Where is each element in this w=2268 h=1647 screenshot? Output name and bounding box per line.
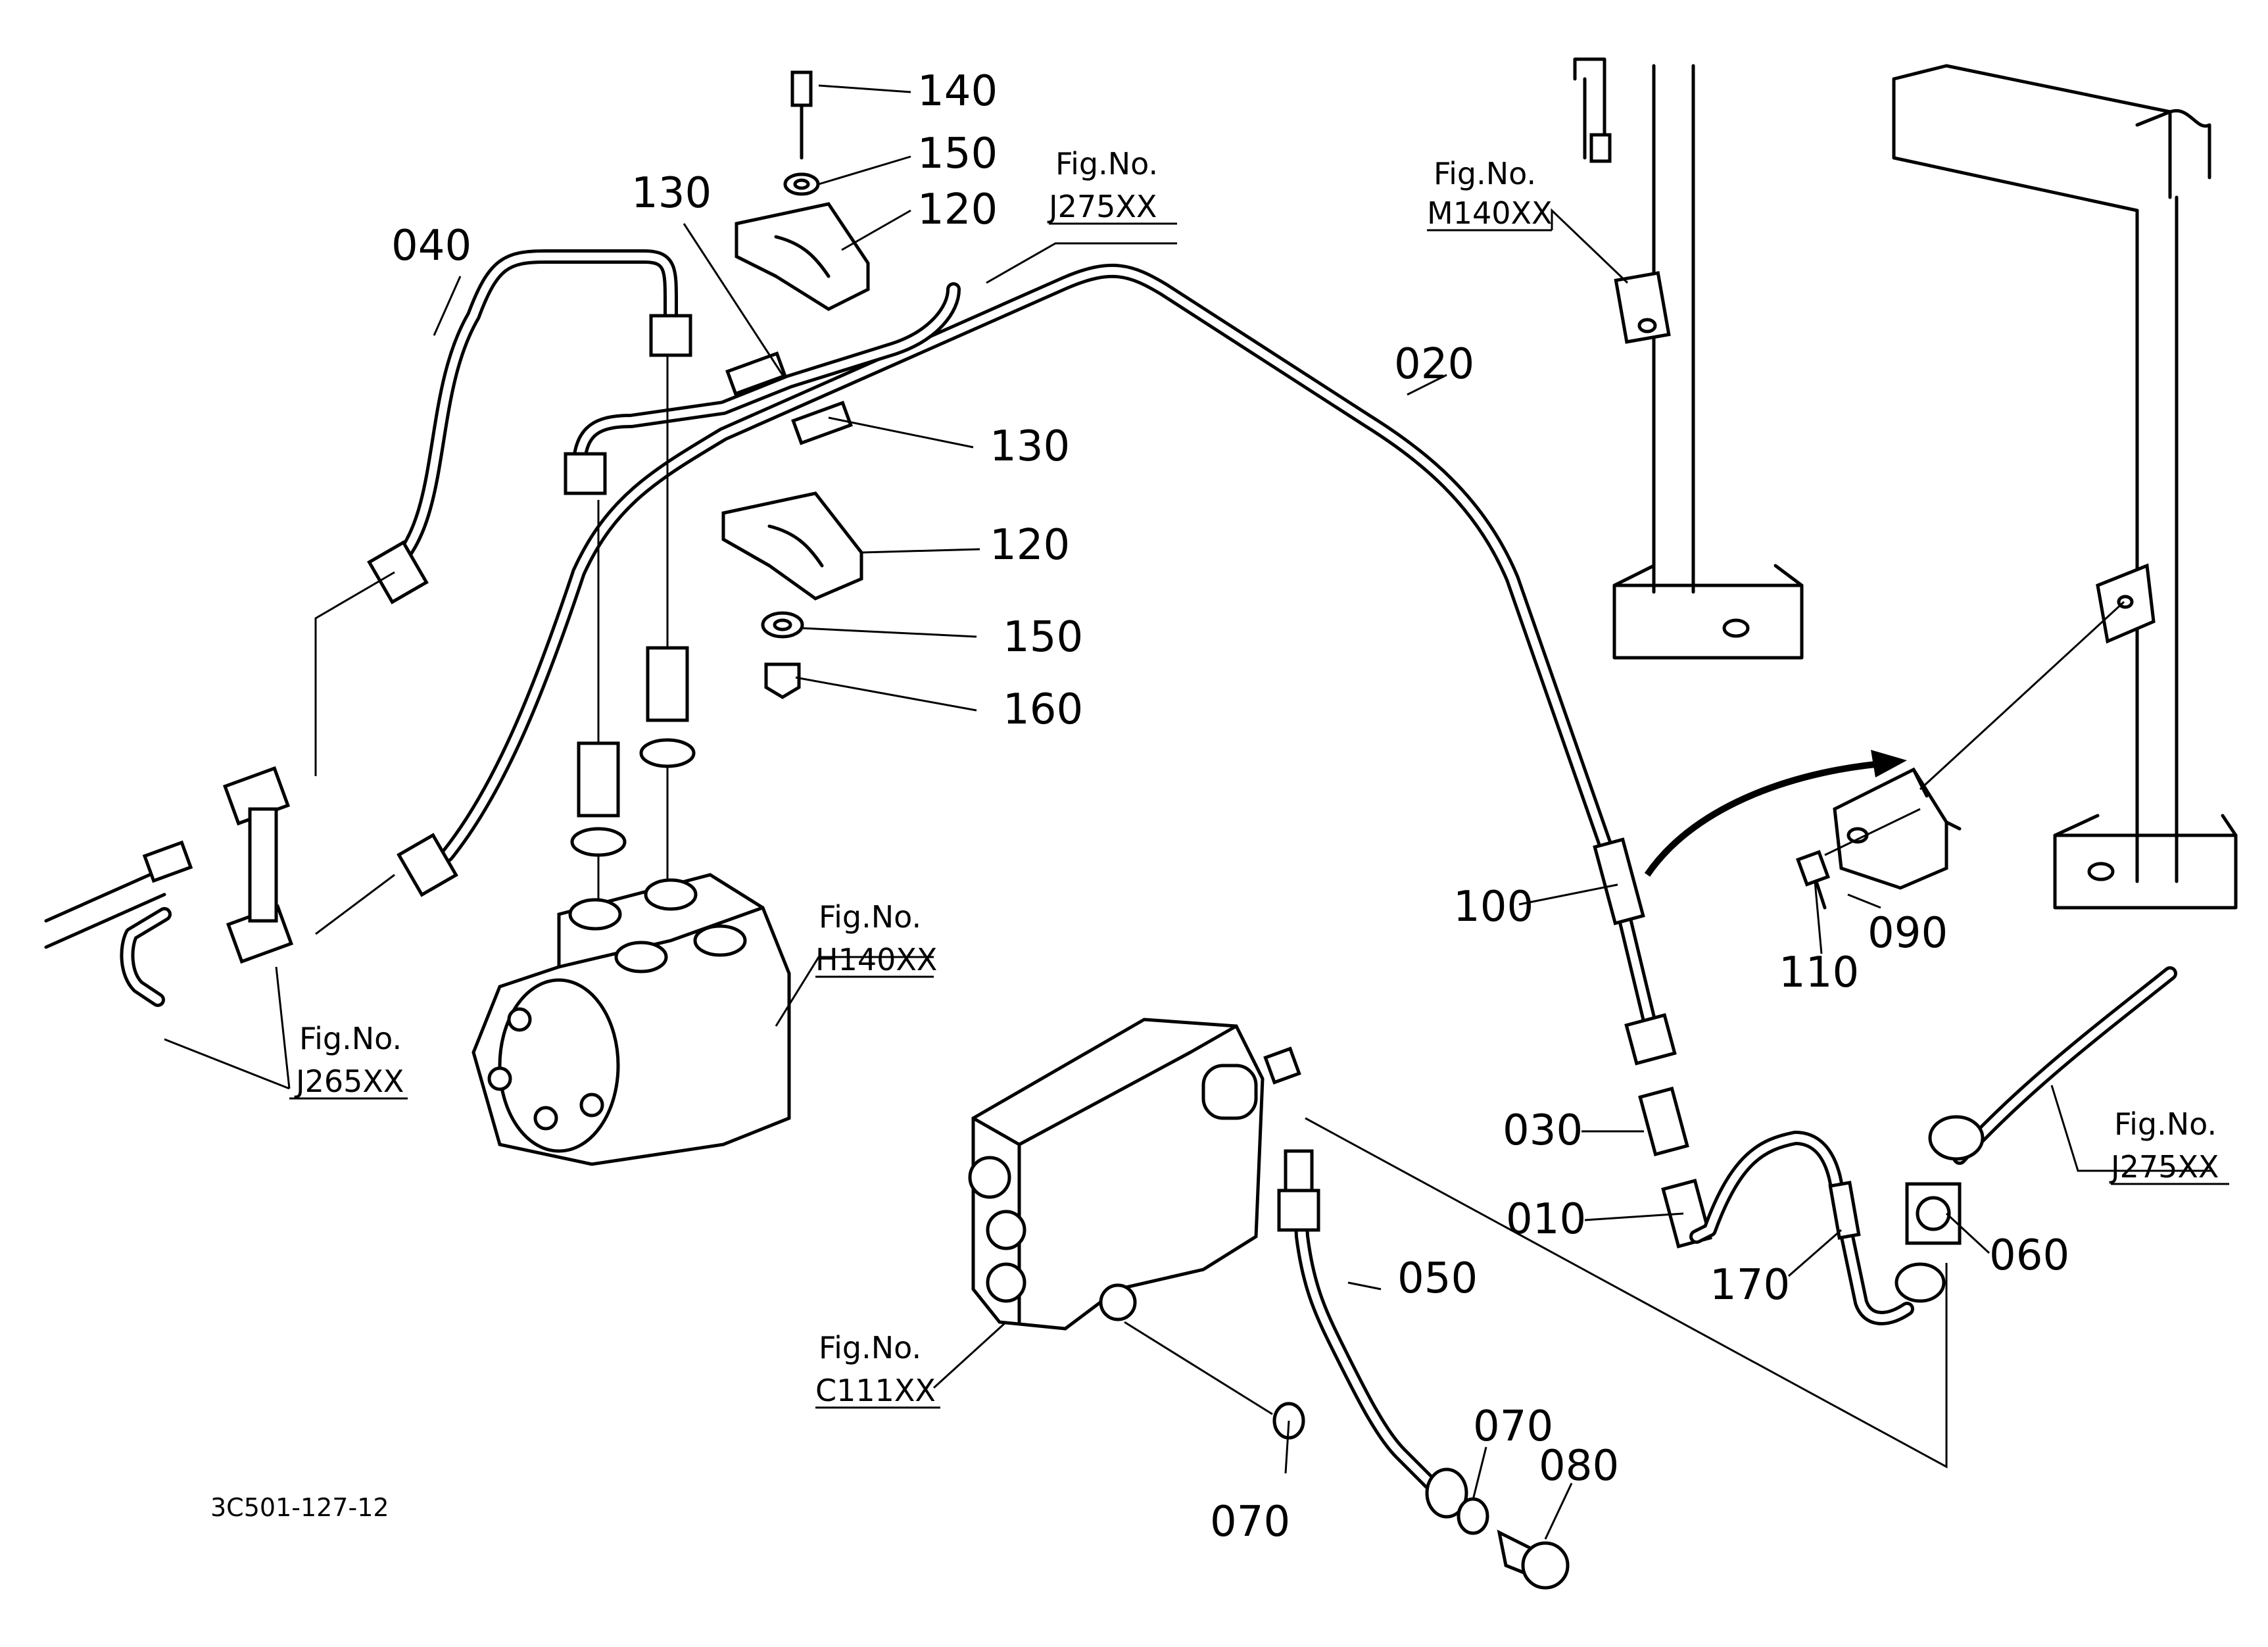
callout-160: 160 [1003, 685, 1083, 734]
figref-m140: Fig.No. M140XX [1427, 156, 1553, 231]
control-valve-body [968, 1018, 1301, 1331]
callout-090: 090 [1868, 909, 1948, 958]
callout-080: 080 [1539, 1442, 1619, 1490]
pipe-050 [1124, 1117, 1948, 1590]
callout-labels: 140 150 120 130 040 020 130 120 150 160 … [391, 67, 2069, 1546]
figref-j275-right: Fig.No. J275XX [2109, 1106, 2219, 1185]
svg-text:J265XX: J265XX [294, 1064, 404, 1099]
figref-c111: Fig.No. C111XX [815, 1330, 940, 1409]
callout-140: 140 [917, 67, 998, 116]
callout-100: 100 [1453, 883, 1533, 931]
svg-text:C111XX: C111XX [815, 1373, 936, 1408]
steering-valve-unit [471, 355, 791, 1166]
callout-120-mid: 120 [990, 521, 1070, 570]
bracket-090 [1644, 601, 2125, 910]
callout-130-top: 130 [631, 169, 712, 218]
callout-150-mid: 150 [1003, 613, 1083, 662]
callout-150-top: 150 [917, 130, 998, 178]
svg-text:J275XX: J275XX [1047, 189, 1157, 224]
callout-030: 030 [1503, 1106, 1583, 1155]
figure-references: Fig.No. J275XX Fig.No. M140XX Fig.No. H1… [289, 146, 2229, 1409]
pipe-040 [367, 249, 961, 897]
callout-070-right: 070 [1473, 1402, 1553, 1451]
figref-j265: Fig.No. J265XX [289, 1021, 408, 1100]
callout-020: 020 [1394, 340, 1474, 389]
figref-j275-top: Fig.No. J275XX [1047, 146, 1158, 224]
callout-040: 040 [391, 222, 471, 270]
tee-connector-assembly [44, 571, 395, 1090]
svg-text:Fig.No.: Fig.No. [2114, 1106, 2217, 1142]
figref-h140: Fig.No. H140XX [815, 899, 937, 977]
svg-text:Fig.No.: Fig.No. [1434, 156, 1536, 191]
right-fittings [1624, 966, 2177, 1325]
svg-text:H140XX: H140XX [815, 942, 937, 977]
callout-060: 060 [1989, 1231, 2069, 1280]
callout-010: 010 [1506, 1195, 1586, 1244]
pipe-020 [440, 263, 1658, 1033]
document-number: 3C501-127-12 [210, 1493, 389, 1522]
leader-lines [433, 84, 2213, 1540]
callout-170: 170 [1710, 1261, 1790, 1310]
frame-stand [1573, 57, 2238, 910]
svg-text:J275XX: J275XX [2109, 1149, 2219, 1185]
svg-text:Fig.No.: Fig.No. [1055, 146, 1158, 182]
callout-070-left: 070 [1210, 1498, 1290, 1546]
svg-text:Fig.No.: Fig.No. [819, 899, 921, 935]
clamp-stack [721, 70, 870, 699]
callout-130-mid: 130 [990, 422, 1070, 471]
svg-text:M140XX: M140XX [1427, 195, 1553, 231]
svg-text:Fig.No.: Fig.No. [299, 1021, 402, 1056]
svg-text:Fig.No.: Fig.No. [819, 1330, 921, 1365]
callout-120-top: 120 [917, 185, 998, 234]
callout-050: 050 [1397, 1254, 1478, 1303]
callout-110: 110 [1779, 948, 1859, 997]
